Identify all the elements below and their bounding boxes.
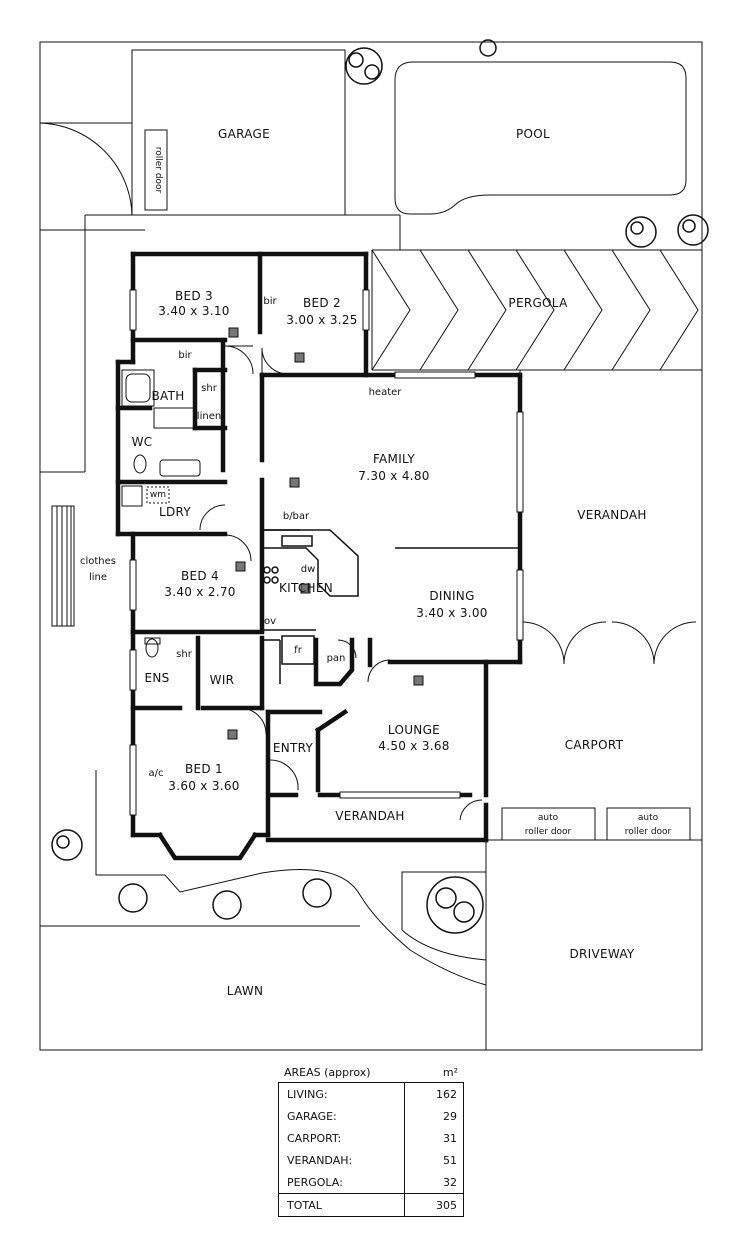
label-clothes-line-2: line: [89, 572, 107, 583]
area-label: GARAGE:: [279, 1105, 405, 1127]
label-bed1: BED 1: [185, 762, 223, 776]
label-bir-bed2: bir: [263, 296, 277, 307]
label-bed1-size: 3.60 x 3.60: [168, 779, 239, 793]
table-row: VERANDAH: 51: [279, 1149, 463, 1171]
tree-icon: [677, 214, 709, 246]
label-bath: BATH: [151, 389, 184, 403]
label-wir: WIR: [210, 673, 235, 687]
label-heater: heater: [369, 387, 403, 398]
label-family-size: 7.30 x 4.80: [358, 469, 429, 483]
label-dining-size: 3.40 x 3.00: [416, 606, 487, 620]
label-fr: fr: [294, 645, 303, 656]
label-bbar: b/bar: [283, 511, 310, 522]
label-lounge: LOUNGE: [388, 723, 440, 737]
label-linen: linen: [197, 411, 221, 422]
kitchen-bench: [262, 529, 359, 597]
total-row: TOTAL 305: [279, 1193, 463, 1216]
areas-table: AREAS (approx) m² LIVING: 162 GARAGE: 29…: [278, 1062, 464, 1217]
label-driveway: DRIVEWAY: [569, 947, 634, 961]
label-clothes-line-1: clothes: [80, 556, 116, 567]
table-row: PERGOLA: 32: [279, 1171, 463, 1193]
tree-icon: [51, 829, 83, 861]
label-shr-ens: shr: [176, 649, 193, 660]
tree-icon: [345, 47, 383, 85]
label-ens: ENS: [144, 671, 169, 685]
label-ov: ov: [264, 616, 276, 627]
tree-icon: [302, 878, 332, 908]
label-lawn: LAWN: [227, 984, 264, 998]
label-auto-roller-2a: auto: [638, 813, 659, 823]
label-pool: POOL: [516, 127, 550, 141]
auto-roller-door-1: [501, 807, 596, 841]
label-dining: DINING: [429, 589, 474, 603]
floor-plan: GARAGE roller door POOL PERGOLA BED 3 3.…: [39, 39, 709, 1051]
area-label: VERANDAH:: [279, 1149, 405, 1171]
pergola-chevrons: [371, 249, 702, 371]
area-value: 31: [443, 1131, 457, 1145]
area-value: 162: [436, 1087, 457, 1101]
total-label: TOTAL: [279, 1194, 405, 1216]
areas-box: LIVING: 162 GARAGE: 29 CARPORT: 31 VERAN…: [278, 1082, 464, 1217]
clothes-line-icon: [51, 505, 75, 627]
area-value: 29: [443, 1109, 457, 1123]
site-boundary: [39, 41, 703, 1051]
areas-title: AREAS (approx): [284, 1065, 371, 1079]
tree-icon: [625, 216, 657, 248]
label-lounge-size: 4.50 x 3.68: [378, 739, 449, 753]
tree-icon: [426, 876, 484, 934]
area-value: 51: [443, 1153, 457, 1167]
area-label: PERGOLA:: [279, 1171, 405, 1193]
area-label: CARPORT:: [279, 1127, 405, 1149]
table-row: CARPORT: 31: [279, 1127, 463, 1149]
area-value: 32: [443, 1175, 457, 1189]
label-bed4: BED 4: [181, 569, 219, 583]
house-walls: [115, 251, 523, 861]
area-label: LIVING:: [279, 1083, 405, 1105]
total-value: 305: [436, 1198, 457, 1212]
auto-roller-door-2: [606, 807, 691, 841]
label-bed2-size: 3.00 x 3.25: [286, 313, 357, 327]
label-wc: WC: [132, 435, 153, 449]
label-auto-roller-1b: roller door: [525, 827, 572, 837]
label-auto-roller-1a: auto: [538, 813, 559, 823]
label-ac: a/c: [149, 768, 164, 779]
label-pergola: PERGOLA: [508, 296, 568, 310]
label-ldry: LDRY: [159, 505, 191, 519]
tree-icon: [118, 883, 148, 913]
label-kitchen: KITCHEN: [279, 581, 333, 595]
roller-door-box: [144, 129, 168, 211]
label-bed3: BED 3: [175, 289, 213, 303]
tree-icon: [479, 39, 497, 57]
label-carport: CARPORT: [565, 738, 624, 752]
bath-fixtures: [121, 369, 201, 658]
label-family: FAMILY: [373, 452, 415, 466]
label-bir-bed3: bir: [178, 350, 192, 361]
label-verandah-side: VERANDAH: [577, 508, 647, 522]
label-garage: GARAGE: [218, 127, 270, 141]
table-row: LIVING: 162: [279, 1083, 463, 1105]
label-auto-roller-2b: roller door: [625, 827, 672, 837]
label-verandah-front: VERANDAH: [335, 809, 405, 823]
label-bed2: BED 2: [303, 296, 341, 310]
table-row: GARAGE: 29: [279, 1105, 463, 1127]
areas-unit: m²: [442, 1065, 458, 1079]
tree-icon: [212, 890, 242, 920]
label-dw: dw: [301, 564, 316, 575]
label-bed4-size: 3.40 x 2.70: [164, 585, 235, 599]
label-entry: ENTRY: [273, 741, 314, 755]
label-bed3-size: 3.40 x 3.10: [158, 304, 229, 318]
pool-outline: [394, 61, 687, 215]
label-wm: wm: [150, 490, 166, 500]
label-shr-bath: shr: [201, 383, 218, 394]
ceiling-vents: [227, 327, 424, 740]
label-roller-door: roller door: [153, 147, 163, 194]
label-pan: pan: [327, 653, 346, 664]
